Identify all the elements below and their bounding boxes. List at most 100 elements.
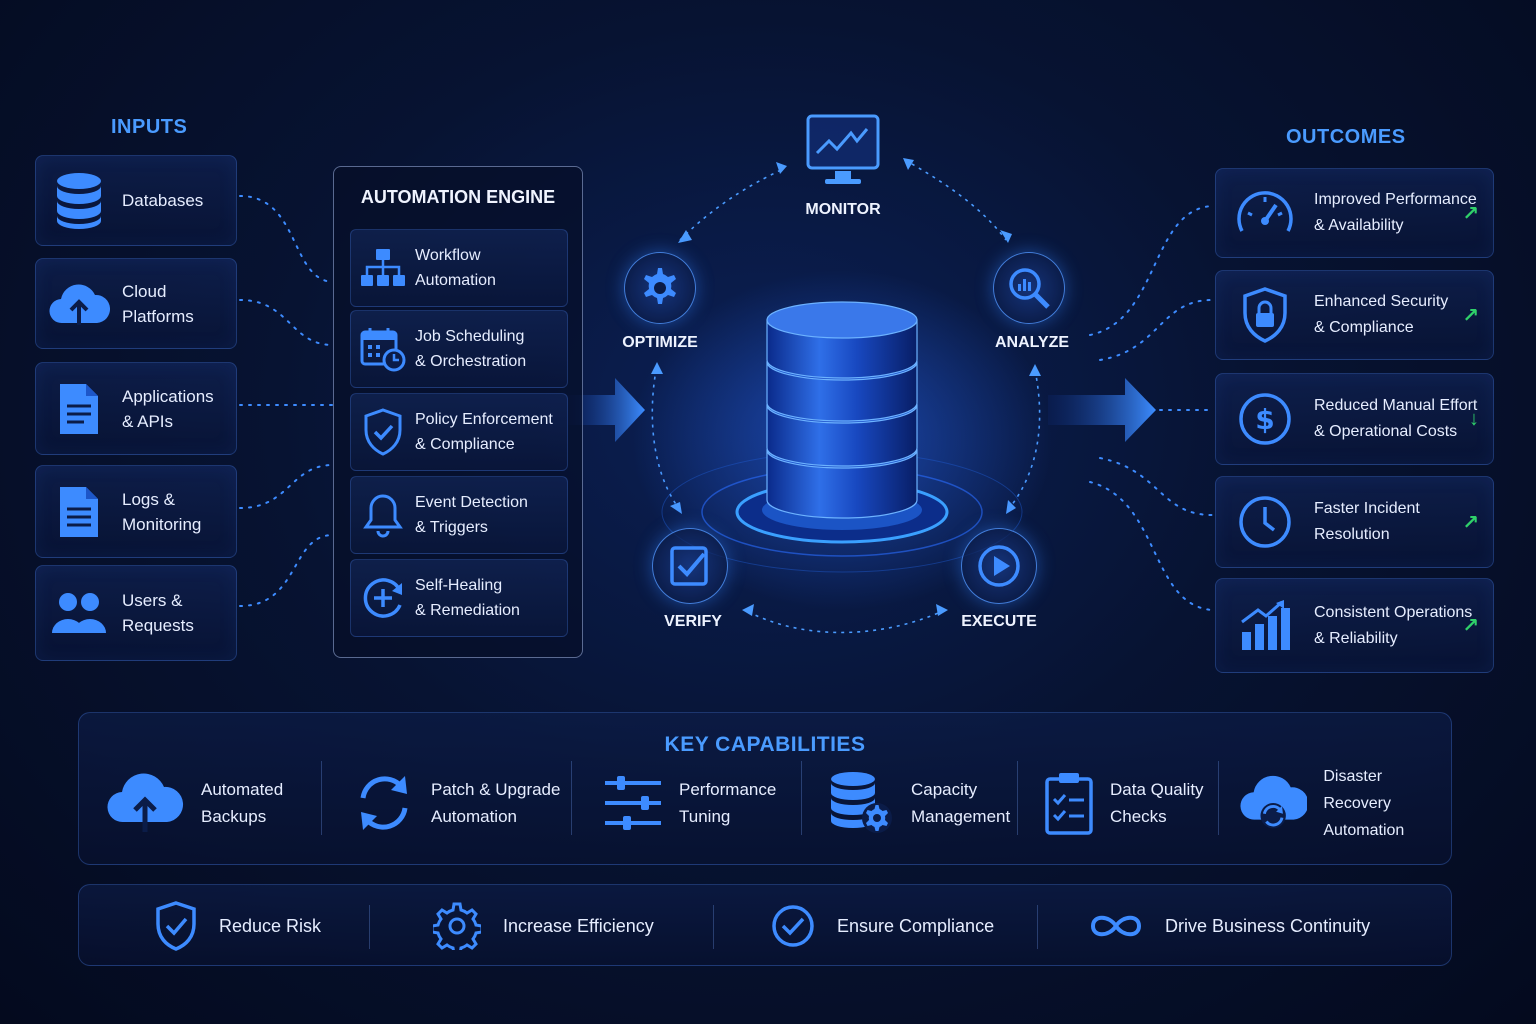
self-heal-icon — [351, 575, 415, 621]
capability-disaster-recovery[interactable]: Disaster Recovery Automation — [1239, 763, 1451, 843]
value-strip-panel: Reduce Risk Increase Efficiency Ensure C… — [78, 884, 1452, 966]
divider — [1218, 761, 1219, 835]
cloud-upload-icon — [36, 279, 122, 329]
value-ensure-compliance[interactable]: Ensure Compliance — [771, 885, 994, 967]
play-icon — [978, 545, 1020, 587]
trend-down-icon: ↓ — [1469, 407, 1479, 430]
database-gear-icon — [831, 772, 892, 833]
users-icon — [36, 591, 122, 635]
cycle-label-optimize: OPTIMIZE — [622, 334, 698, 351]
analyze-node[interactable] — [993, 252, 1065, 324]
capability-automated-backups[interactable]: Automated Backups — [105, 763, 283, 843]
key-capabilities-panel: KEY CAPABILITIES Automated Backups Patch… — [78, 712, 1452, 865]
svg-text:$: $ — [1255, 403, 1274, 436]
infinity-icon — [1090, 915, 1142, 937]
clipboard-check-icon — [1045, 773, 1093, 835]
engine-item-healing[interactable]: Self-Healing & Remediation — [350, 559, 568, 637]
divider — [571, 761, 572, 835]
checkbox-icon — [670, 546, 708, 586]
workflow-icon — [351, 248, 415, 288]
inputs-title: INPUTS — [111, 116, 188, 138]
value-reduce-risk[interactable]: Reduce Risk — [155, 885, 321, 967]
refresh-icon — [360, 776, 408, 830]
engine-item-scheduling[interactable]: Job Scheduling & Orchestration — [350, 310, 568, 388]
value-business-continuity[interactable]: Drive Business Continuity — [1089, 885, 1370, 967]
divider — [369, 905, 370, 949]
engine-item-label: Policy Enforcement & Compliance — [415, 411, 553, 453]
capability-label: Automated Backups — [201, 780, 284, 826]
capability-performance-tuning[interactable]: Performance Tuning — [603, 763, 776, 843]
divider — [1037, 905, 1038, 949]
gear-icon — [433, 902, 481, 950]
engine-item-policy[interactable]: Policy Enforcement & Compliance — [350, 393, 568, 471]
capability-capacity-management[interactable]: Capacity Management — [829, 763, 1010, 843]
speedometer-icon — [1216, 187, 1314, 239]
calendar-clock-icon — [351, 326, 415, 372]
outcome-label: Reduced Manual Effort & Operational Cost… — [1314, 397, 1478, 440]
trend-up-icon: ↗ — [1462, 615, 1479, 637]
divider — [713, 905, 714, 949]
value-label: Increase Efficiency — [503, 915, 654, 936]
cloud-recovery-icon — [1240, 775, 1308, 829]
shield-check-icon — [351, 408, 415, 456]
database-icon — [36, 172, 122, 230]
outcome-card-performance[interactable]: Improved Performance & Availability ↗ — [1215, 168, 1494, 258]
trend-up-icon: ↗ — [1462, 511, 1479, 534]
engine-item-events[interactable]: Event Detection & Triggers — [350, 476, 568, 554]
capability-data-quality[interactable]: Data Quality Checks — [1044, 763, 1204, 843]
divider — [321, 761, 322, 835]
engine-item-label: Self-Healing & Remediation — [415, 577, 520, 619]
engine-item-label: Event Detection & Triggers — [415, 494, 528, 536]
input-links — [239, 195, 334, 607]
core-database — [766, 301, 918, 519]
automation-engine-panel: AUTOMATION ENGINE Workflow Automation Jo… — [333, 166, 583, 658]
trend-up-icon: ↗ — [1462, 304, 1479, 327]
engine-item-label: Workflow Automation — [415, 247, 496, 289]
sliders-icon — [605, 776, 661, 830]
value-increase-efficiency[interactable]: Increase Efficiency — [433, 885, 654, 967]
outcome-card-incident[interactable]: Faster Incident Resolution ↗ — [1215, 476, 1494, 568]
cycle-label-analyze: ANALYZE — [994, 334, 1070, 351]
engine-title: AUTOMATION ENGINE — [360, 187, 556, 207]
execute-node[interactable] — [961, 528, 1037, 604]
engine-item-workflow[interactable]: Workflow Automation — [350, 229, 568, 307]
engine-item-label: Job Scheduling & Orchestration — [415, 328, 527, 370]
input-card-applications[interactable]: Applications & APIs — [35, 362, 237, 455]
document-icon — [36, 382, 122, 436]
outcome-label: Enhanced Security & Compliance — [1314, 293, 1449, 336]
input-label: Applications & APIs — [122, 386, 214, 431]
optimize-node[interactable] — [624, 252, 696, 324]
capability-patch-upgrade[interactable]: Patch & Upgrade Automation — [353, 763, 560, 843]
verify-node[interactable] — [652, 528, 728, 604]
cycle-label-verify: VERIFY — [664, 613, 722, 630]
monitor-icon[interactable] — [805, 113, 881, 194]
capability-label: Performance Tuning — [679, 780, 777, 826]
divider — [1017, 761, 1018, 835]
outcome-card-reliability[interactable]: Consistent Operations & Reliability ↗ — [1215, 578, 1494, 673]
value-label: Drive Business Continuity — [1165, 915, 1371, 936]
outcome-card-security[interactable]: Enhanced Security & Compliance ↗ — [1215, 270, 1494, 360]
input-label: Users & Requests — [122, 591, 194, 635]
bar-chart-up-icon — [1216, 599, 1314, 652]
log-file-icon — [36, 485, 122, 539]
value-label: Reduce Risk — [219, 915, 322, 936]
outcomes-title: OUTCOMES — [1286, 126, 1406, 148]
outcome-card-cost[interactable]: $ Reduced Manual Effort & Operational Co… — [1215, 373, 1494, 465]
input-card-cloud[interactable]: Cloud Platforms — [35, 258, 237, 349]
bell-icon — [351, 492, 415, 538]
shield-check-icon — [156, 901, 196, 951]
outcome-label: Improved Performance & Availability — [1314, 191, 1477, 234]
shield-lock-icon — [1216, 287, 1314, 343]
engine-to-core-arrow — [568, 378, 645, 442]
cloud-backup-icon — [107, 773, 184, 832]
outcome-label: Consistent Operations & Reliability — [1314, 603, 1473, 647]
capability-label: Data Quality Checks — [1110, 780, 1204, 826]
magnifier-chart-icon — [1009, 268, 1050, 309]
value-label: Ensure Compliance — [837, 915, 995, 936]
input-card-logs[interactable]: Logs & Monitoring — [35, 465, 237, 558]
capability-label: Patch & Upgrade Automation — [431, 780, 561, 826]
input-card-users[interactable]: Users & Requests — [35, 565, 237, 661]
cycle-label-monitor: MONITOR — [805, 201, 881, 218]
input-card-databases[interactable]: Databases — [35, 155, 237, 246]
